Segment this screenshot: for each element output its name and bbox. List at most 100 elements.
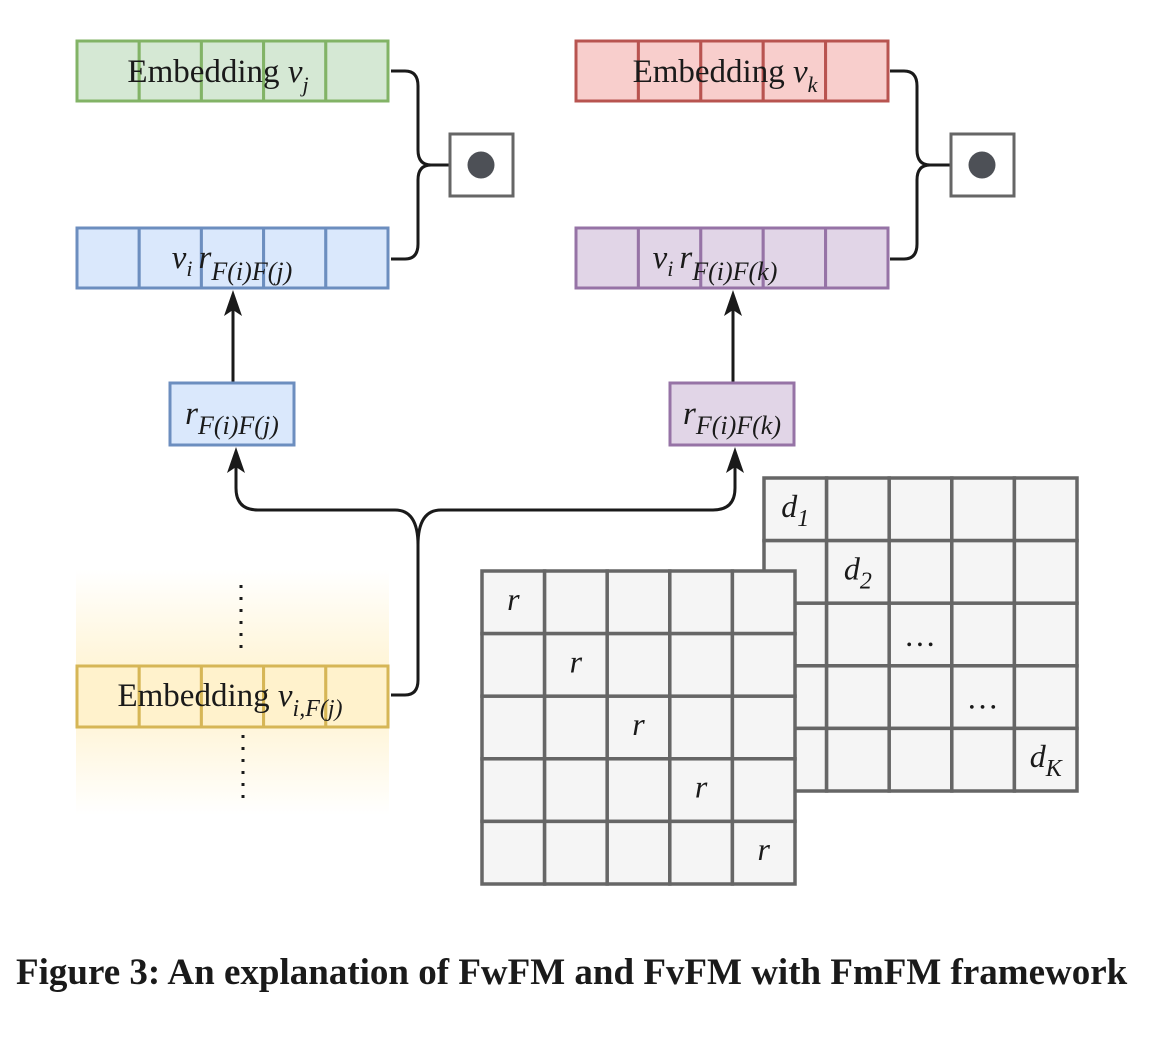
matrix-cell — [824, 476, 891, 543]
matrix-diagonal-label: r — [570, 643, 583, 679]
matrix-diagonal-label: dK — [1030, 738, 1064, 782]
matrix-diagonal-label: d2 — [844, 550, 872, 594]
matrix-d: d1 d2 … … dK — [762, 476, 1079, 793]
product-vi-r-fifk-cells — [574, 226, 890, 290]
r-box-fifj-rect — [168, 381, 296, 447]
embedding-cell — [636, 226, 703, 290]
r-box-fifk-label: rF(i)F(k) — [683, 396, 781, 440]
embedding-vj: Embedding vj — [75, 39, 390, 103]
matrix-cell — [730, 631, 797, 698]
dot-product-icon — [968, 151, 996, 179]
embedding-cell — [324, 226, 390, 290]
matrix-diagonal-label: r — [695, 769, 708, 805]
embedding-cell — [137, 664, 203, 729]
matrix-cell — [542, 569, 609, 636]
matrix-cell — [887, 538, 954, 605]
left-dot-operator — [448, 132, 515, 198]
embedding-cell — [574, 226, 640, 290]
matrix-cell — [887, 476, 954, 543]
matrix-cell — [668, 569, 735, 636]
embedding-cell — [699, 226, 765, 290]
embedding-cell — [324, 39, 390, 103]
matrix-cell — [480, 569, 547, 636]
matrix-cell — [480, 757, 547, 824]
matrix-cell — [1012, 726, 1079, 793]
matrix-cell — [542, 631, 609, 698]
matrix-cell — [730, 757, 797, 824]
embedding-cell — [199, 39, 266, 103]
r-box-fifk: rF(i)F(k) — [668, 381, 796, 447]
matrix-cell — [605, 631, 672, 698]
matrix-cell — [950, 601, 1017, 668]
matrix-diagonal-label: … — [906, 617, 934, 653]
left-up-arrowhead-icon — [224, 290, 242, 316]
r-box-fifj: rF(i)F(j) — [168, 381, 296, 447]
embedding-vj-cells — [75, 39, 390, 103]
embedding-vj-label: Embedding vj — [127, 54, 308, 97]
split-connector-left — [234, 460, 420, 697]
matrix-cell — [1012, 664, 1079, 731]
embedding-cell — [761, 39, 828, 103]
matrix-cell — [605, 694, 672, 761]
r-box-fifk-rect — [668, 381, 796, 447]
embedding-vk: Embedding vk — [574, 39, 890, 103]
matrix-cell — [668, 694, 735, 761]
matrix-cell — [824, 601, 891, 668]
matrix-cell — [605, 819, 672, 886]
matrix-cell — [480, 631, 547, 698]
matrix-cell — [605, 569, 672, 636]
split-connector-right — [416, 460, 737, 546]
matrix-cell — [950, 476, 1017, 543]
right-operator-box — [949, 132, 1016, 198]
matrix-cell — [730, 694, 797, 761]
product-vi-r-fifj-cells — [75, 226, 390, 290]
figure-caption: Figure 3: An explanation of FwFM and FvF… — [16, 952, 1128, 993]
embedding-vk-cells — [574, 39, 890, 103]
embedding-cell — [75, 226, 141, 290]
left-split-arrowhead-icon — [227, 447, 245, 473]
matrix-cell — [824, 664, 891, 731]
matrix-cell — [887, 726, 954, 793]
embedding-cell — [75, 39, 141, 103]
matrix-cell — [950, 726, 1017, 793]
r-box-fifj-label: rF(i)F(j) — [185, 396, 279, 440]
matrix-cell — [605, 757, 672, 824]
embedding-cell — [199, 664, 266, 729]
matrix-cell — [542, 757, 609, 824]
matrix-cell — [480, 819, 547, 886]
matrix-diagonal-label: d1 — [781, 488, 809, 532]
matrix-cell — [730, 569, 797, 636]
matrix-diagonal-label: r — [632, 706, 645, 742]
matrix-cell — [668, 631, 735, 698]
embedding-cell — [824, 226, 890, 290]
right-dot-operator — [949, 132, 1016, 198]
embedding-vi-fj-label: Embedding vi,F(j) — [117, 678, 342, 722]
matrix-diagonal-label: … — [969, 679, 997, 715]
dot-product-icon — [467, 151, 495, 179]
right-up-arrowhead-icon — [724, 290, 742, 316]
right-split-arrowhead-icon — [726, 447, 744, 473]
embedding-cell — [824, 39, 890, 103]
left-brace-connector — [391, 69, 432, 261]
embedding-cell — [761, 226, 828, 290]
matrix-cell — [1012, 601, 1079, 668]
embedding-cell — [324, 664, 390, 729]
embedding-vi-fj: Embedding vi,F(j) — [75, 664, 390, 729]
embedding-cell — [137, 226, 203, 290]
embedding-vi-fj-cells — [75, 664, 390, 729]
matrix-cell — [950, 538, 1017, 605]
matrix-diagonal-label: r — [507, 581, 520, 617]
embedding-cell — [137, 39, 203, 103]
matrix-cell — [1012, 476, 1079, 543]
matrix-cell — [480, 694, 547, 761]
matrix-cell — [542, 694, 609, 761]
matrix-cell — [668, 819, 735, 886]
matrix-cell — [1012, 538, 1079, 605]
matrix-cell — [824, 538, 891, 605]
